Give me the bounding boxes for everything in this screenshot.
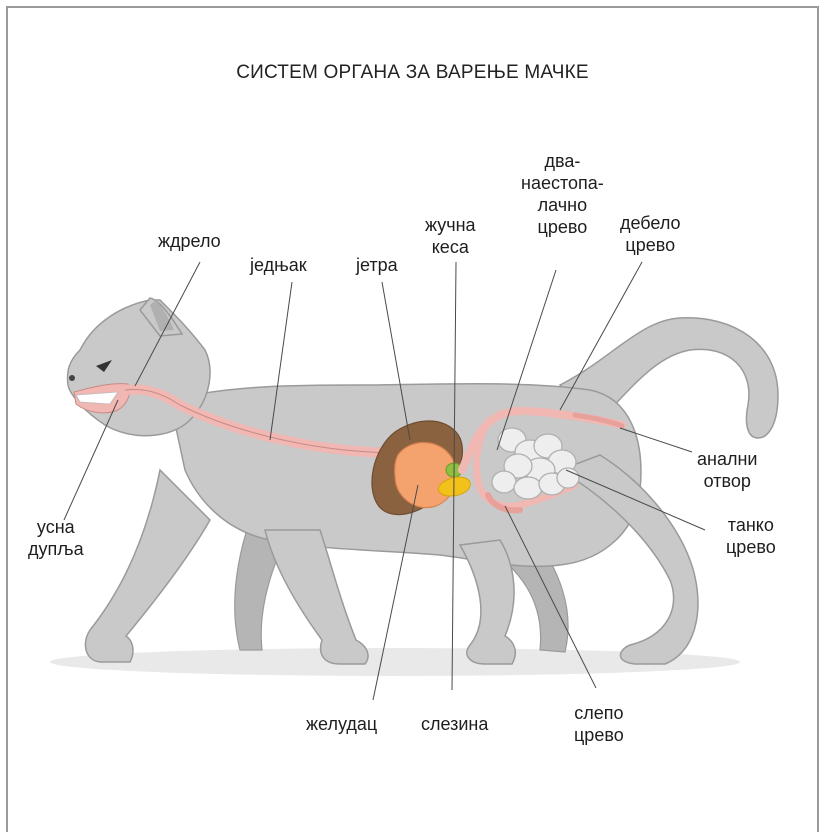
cat-head bbox=[68, 300, 211, 436]
label-esophagus: једњак bbox=[250, 254, 307, 276]
cat-near-front-leg bbox=[85, 470, 210, 662]
label-anus: анални отвор bbox=[697, 448, 757, 492]
label-liver: јетра bbox=[356, 254, 398, 276]
label-cecum: слепо црево bbox=[574, 702, 624, 746]
label-gallbladder: жучна кеса bbox=[425, 214, 476, 258]
label-small-intestine: танко црево bbox=[726, 514, 776, 558]
stomach bbox=[395, 443, 457, 508]
cat-hind-leg-2 bbox=[460, 540, 515, 664]
label-stomach: желудац bbox=[306, 713, 377, 735]
label-large-intestine: дебело црево bbox=[620, 212, 681, 256]
label-spleen: слезина bbox=[421, 713, 488, 735]
label-pharynx: ждрело bbox=[158, 230, 221, 252]
label-duodenum: два- наестопа- лачно црево bbox=[521, 150, 604, 238]
label-mouth-cavity: усна дупља bbox=[28, 516, 84, 560]
cat-nose bbox=[69, 375, 75, 381]
